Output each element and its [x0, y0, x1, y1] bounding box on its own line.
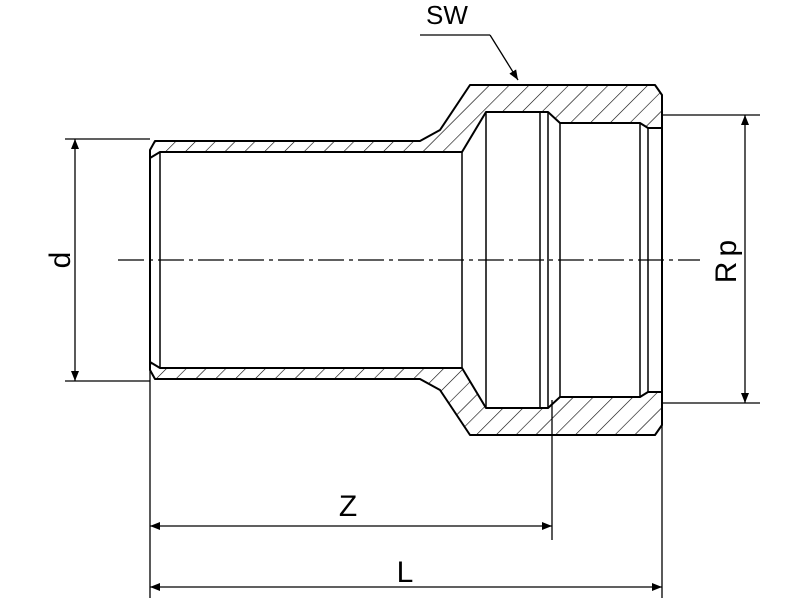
- label-d: d: [44, 252, 77, 269]
- label-sw: SW: [426, 0, 468, 30]
- dimension-z: [149, 370, 553, 598]
- label-z: Z: [339, 490, 357, 523]
- label-l: L: [397, 556, 414, 589]
- dimension-sw: [420, 34, 519, 81]
- label-rp: Rp: [710, 235, 743, 283]
- lower-wall-section: [149, 361, 663, 436]
- dimension-rp: [662, 114, 760, 404]
- upper-wall-section: [149, 84, 663, 159]
- dimension-l: [150, 425, 663, 598]
- dimension-d: [65, 138, 150, 382]
